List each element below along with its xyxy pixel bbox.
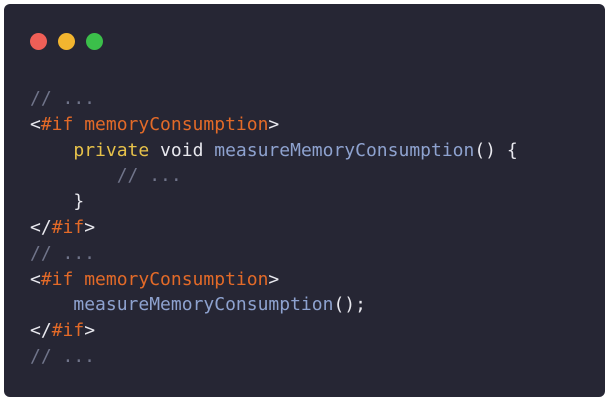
- code-line: // ...: [30, 163, 518, 189]
- code-token-plain: }: [73, 191, 85, 213]
- code-line: </#if>: [30, 318, 518, 344]
- code-line: private void measureMemoryConsumption() …: [30, 138, 518, 164]
- code-indent: [30, 165, 117, 186]
- code-indent: [30, 191, 73, 212]
- code-line: }: [30, 189, 518, 215]
- code-line: // ...: [30, 241, 518, 267]
- code-token-comment: // ...: [30, 88, 96, 109]
- code-token-kw: #if memoryConsumption: [40, 113, 269, 135]
- code-token-kw: #if: [51, 216, 85, 238]
- code-line: // ...: [30, 344, 518, 370]
- code-token-plain: >: [268, 113, 280, 135]
- code-token-plain: </: [30, 216, 52, 238]
- code-line: // ...: [30, 86, 518, 112]
- code-token-plain: () {: [474, 139, 518, 161]
- code-token-fn: measureMemoryConsumption: [214, 139, 475, 161]
- code-line: </#if>: [30, 215, 518, 241]
- window-controls: [30, 33, 103, 50]
- code-token-fn: measureMemoryConsumption: [73, 294, 334, 316]
- code-token-plain: <: [30, 268, 41, 290]
- code-token-comment: // ...: [116, 165, 182, 187]
- code-token-plain: ();: [333, 294, 366, 316]
- code-indent: [30, 140, 73, 161]
- code-token-private: private: [73, 139, 150, 161]
- code-line: <#if memoryConsumption>: [30, 112, 518, 138]
- maximize-dot-icon[interactable]: [86, 33, 103, 50]
- code-line: <#if memoryConsumption>: [30, 267, 518, 293]
- code-indent: [30, 294, 73, 315]
- code-token-kw: #if memoryConsumption: [40, 268, 269, 290]
- code-token-kw: #if: [51, 320, 85, 342]
- code-token-plain: <: [30, 113, 41, 135]
- code-block: // ...<#if memoryConsumption> private vo…: [30, 86, 518, 370]
- minimize-dot-icon[interactable]: [58, 33, 75, 50]
- code-token-void: void: [149, 139, 215, 161]
- code-token-plain: >: [268, 268, 280, 290]
- code-token-plain: >: [84, 216, 96, 238]
- code-token-plain: </: [30, 320, 52, 342]
- code-token-plain: >: [84, 320, 96, 342]
- code-line: measureMemoryConsumption();: [30, 292, 518, 318]
- code-token-comment: // ...: [30, 242, 96, 264]
- code-window: // ...<#if memoryConsumption> private vo…: [4, 4, 605, 397]
- code-token-comment: // ...: [30, 345, 96, 367]
- close-dot-icon[interactable]: [30, 33, 47, 50]
